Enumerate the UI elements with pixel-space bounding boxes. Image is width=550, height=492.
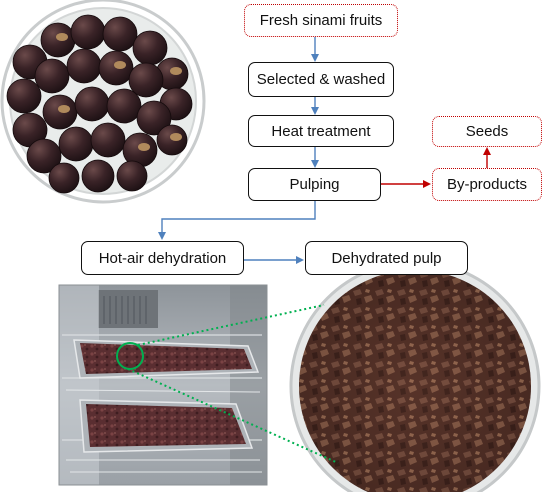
- box-seeds: Seeds: [432, 116, 542, 147]
- label-hot-air-dehydration: Hot-air dehydration: [98, 249, 227, 267]
- fruit: [132, 30, 168, 66]
- fruit: [34, 58, 70, 94]
- box-dehydrated-pulp: Dehydrated pulp: [305, 241, 468, 275]
- fruit: [48, 162, 80, 194]
- fruit: [70, 14, 106, 50]
- fruit-peel-patch: [138, 143, 150, 151]
- fruit-peel-patch: [170, 133, 182, 141]
- box-by-products: By-products: [432, 168, 542, 201]
- fruit: [74, 86, 110, 122]
- label-fresh-fruits: Fresh sinami fruits: [259, 12, 383, 29]
- fruit: [66, 48, 102, 84]
- fruit-peel-patch: [170, 67, 182, 75]
- fruit-peel-patch: [58, 105, 70, 113]
- fruit: [156, 124, 188, 156]
- dryer-photo: [58, 284, 268, 486]
- fruit: [81, 159, 115, 193]
- fruit-peel-patch: [114, 61, 126, 69]
- label-dehydrated-pulp: Dehydrated pulp: [331, 249, 442, 267]
- fruit: [128, 62, 164, 98]
- box-selected-washed: Selected & washed: [248, 62, 394, 97]
- box-fresh-fruits: Fresh sinami fruits: [244, 4, 398, 37]
- label-seeds: Seeds: [465, 123, 509, 140]
- fresh-fruits-photo: [0, 0, 206, 204]
- fruit: [40, 22, 76, 58]
- fruit: [98, 50, 134, 86]
- flow-arrows: [158, 37, 491, 264]
- fruit: [6, 78, 42, 114]
- fruit: [106, 88, 142, 124]
- box-heat-treatment: Heat treatment: [248, 115, 394, 147]
- fruit: [102, 16, 138, 52]
- label-heat-treatment: Heat treatment: [271, 122, 371, 140]
- box-hot-air-dehydration: Hot-air dehydration: [81, 241, 244, 275]
- fruit: [136, 100, 172, 136]
- fruit: [90, 122, 126, 158]
- fruit: [42, 94, 78, 130]
- fruit-peel-patch: [56, 33, 68, 41]
- fruit: [116, 160, 148, 192]
- fruit: [26, 138, 62, 174]
- label-selected-washed: Selected & washed: [256, 71, 386, 88]
- dried-pulp-photo: [289, 260, 541, 492]
- label-pulping: Pulping: [289, 176, 340, 193]
- label-by-products: By-products: [446, 176, 528, 193]
- fruit: [58, 126, 94, 162]
- box-pulping: Pulping: [248, 168, 381, 201]
- magnify-lines: [127, 304, 339, 464]
